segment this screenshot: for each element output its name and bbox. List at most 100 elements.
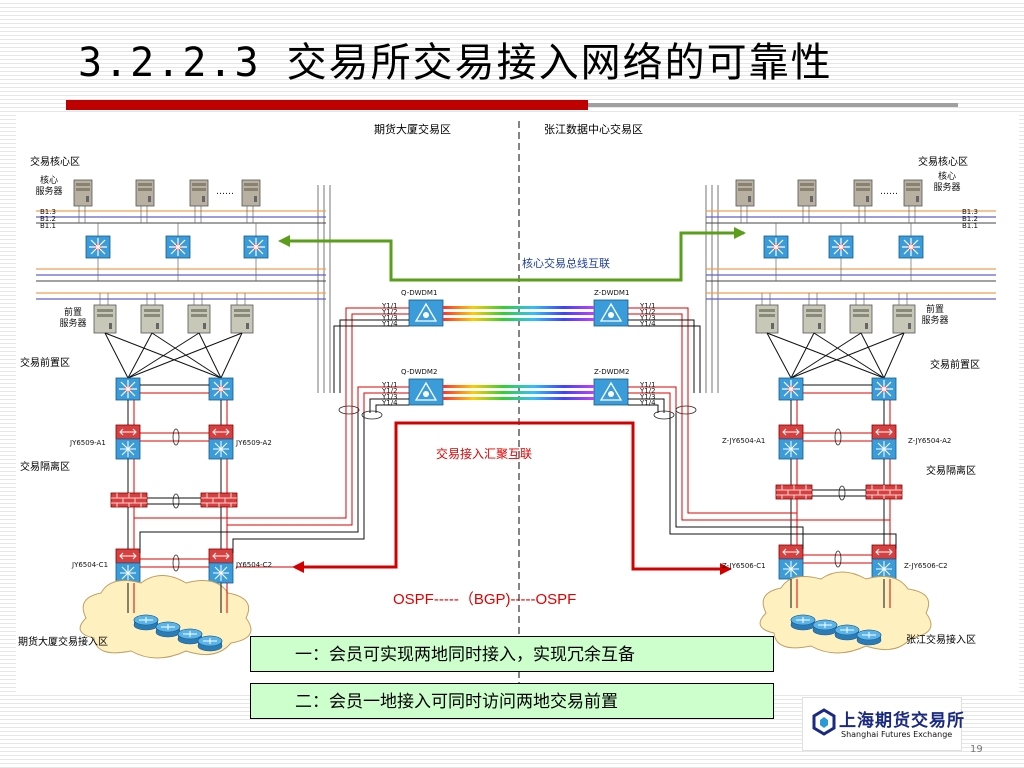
q-dwdm2-port-2: Y1/2 <box>382 387 398 395</box>
slide-title: 3.2.2.3 交易所交易接入网络的可靠性 <box>78 40 833 86</box>
right-core-servers <box>735 179 923 223</box>
ospf-bgp-label: OSPF-----（BGP)-----OSPF <box>393 591 577 608</box>
q-dwdm2-label: Q-DWDM2 <box>401 368 438 376</box>
right-c2-label: Z-JY6506-C2 <box>904 562 948 570</box>
right-backbone-lines <box>705 185 719 393</box>
left-front-switch-1 <box>115 377 141 401</box>
left-switch-jy6504-c1 <box>115 548 141 584</box>
right-access-cloud <box>759 571 932 654</box>
left-isolation-zone-label: 交易隔离区 <box>20 462 70 473</box>
z-dwdm2-port-3: Y1/3 <box>640 393 656 401</box>
left-a2-label: JY6509-A2 <box>236 439 272 447</box>
left-switch-jy6504-c2 <box>208 548 234 584</box>
right-a1-label: Z-JY6504-A1 <box>722 437 766 445</box>
right-switch-z-jy6506-c1 <box>778 544 804 580</box>
left-firewall-2 <box>200 492 238 508</box>
title-underline-red <box>66 100 588 110</box>
q-dwdm2-port-4: Y1/4 <box>382 399 398 407</box>
right-front-server-label: 前置 服务器 <box>921 305 949 326</box>
right-core-switches <box>763 223 924 281</box>
right-core-server-label: 核心 服务器 <box>933 172 961 193</box>
right-aggregation-links <box>669 393 897 549</box>
left-bus-label-b11: B1.1 <box>40 222 56 230</box>
q-dwdm1-port-3: Y1/3 <box>382 314 398 322</box>
left-bus-label-b13: B1.3 <box>40 208 56 216</box>
left-core-zone-label: 交易核心区 <box>30 157 80 168</box>
left-switch-jy6509-a1 <box>115 424 141 460</box>
right-front-servers <box>755 293 916 379</box>
right-front-zone-label: 交易前置区 <box>930 360 980 371</box>
left-router-4 <box>197 635 223 652</box>
left-c1-label: JY6504-C1 <box>72 561 109 569</box>
z-dwdm1-port-2: Y1/2 <box>640 308 656 316</box>
right-bus-label-b11: B1.1 <box>962 222 978 230</box>
z-dwdm1-port-4: Y1/4 <box>640 320 656 328</box>
left-server-ellipsis: …… <box>216 187 234 197</box>
q-dwdm1-port-4: Y1/4 <box>382 320 398 328</box>
logo-english-name: Shanghai Futures Exchange <box>841 730 953 739</box>
right-bus-label-b13: B1.3 <box>962 208 978 216</box>
left-router-1 <box>133 614 159 631</box>
right-a2-label: Z-JY6504-A2 <box>908 437 952 445</box>
title-underline-gray <box>588 103 958 107</box>
header-right-site: 张江数据中心交易区 <box>544 123 643 136</box>
z-dwdm2-label: Z-DWDM2 <box>594 368 630 376</box>
left-firewall-1 <box>110 492 148 508</box>
left-core-server-label: 核心 服务器 <box>35 176 63 197</box>
page-number: 19 <box>970 744 983 755</box>
q-dwdm1-device <box>408 299 444 327</box>
right-front-switch-1 <box>778 377 804 401</box>
right-switch-z-jy6504-a1 <box>778 424 804 460</box>
aggregation-interconnect-link <box>298 421 726 571</box>
right-front-switch-2 <box>871 377 897 401</box>
sfe-logo: 上海期货交易所 Shanghai Futures Exchange <box>802 697 965 751</box>
z-dwdm2-device <box>593 378 629 406</box>
left-core-switches <box>85 223 269 281</box>
left-front-switch-2 <box>208 377 234 401</box>
right-router-3 <box>834 624 860 641</box>
right-core-bus <box>706 210 996 300</box>
note-2: 二：会员一地接入可同时访问两地交易前置 <box>250 683 774 719</box>
sfe-logo-icon <box>812 708 836 736</box>
left-access-zone-label: 期货大厦交易接入区 <box>18 637 108 648</box>
left-bus-label-b12: B1.2 <box>40 215 56 223</box>
right-isolation-zone-label: 交易隔离区 <box>926 466 976 477</box>
q-dwdm2-port-3: Y1/3 <box>382 393 398 401</box>
z-dwdm1-label: Z-DWDM1 <box>594 289 630 297</box>
header-left-site: 期货大厦交易区 <box>374 123 451 136</box>
q-dwdm2-port-1: Y1/1 <box>382 381 398 389</box>
right-bus-label-b12: B1.2 <box>962 215 978 223</box>
q-dwdm1-port-1: Y1/1 <box>382 302 398 310</box>
right-c1-label: Z-JY6506-C1 <box>722 562 766 570</box>
left-front-zone-label: 交易前置区 <box>20 358 70 369</box>
q-dwdm2-device <box>408 378 444 406</box>
left-a1-label: JY6509-A1 <box>70 439 106 447</box>
left-front-server-label: 前置 服务器 <box>59 308 87 329</box>
q-dwdm1-label: Q-DWDM1 <box>401 289 438 297</box>
q-dwdm1-port-2: Y1/2 <box>382 308 398 316</box>
note-1: 一：会员可实现两地同时接入，实现冗余互备 <box>250 636 774 672</box>
left-switch-jy6509-a2 <box>208 424 234 460</box>
right-router-1 <box>790 614 816 631</box>
z-dwdm1-port-3: Y1/3 <box>640 314 656 322</box>
right-server-ellipsis: …… <box>880 187 898 197</box>
right-router-4 <box>856 629 882 646</box>
network-diagram: 期货大厦交易区 张江数据中心交易区 交易核心区 核心 服务器 …… B1.3 B… <box>16 113 1019 695</box>
right-switch-z-jy6504-a2 <box>871 424 897 460</box>
left-front-servers <box>93 293 254 379</box>
dwdm-wave-links <box>443 306 594 400</box>
left-router-2 <box>155 621 181 638</box>
z-dwdm2-port-1: Y1/1 <box>640 381 656 389</box>
z-dwdm1-device <box>593 299 629 327</box>
right-access-zone-label: 张江交易接入区 <box>906 635 976 646</box>
right-switch-z-jy6506-c2 <box>871 544 897 580</box>
left-core-servers <box>73 179 261 223</box>
core-bus-interconnect-label: 核心交易总线互联 <box>522 257 610 270</box>
left-backbone-lines <box>317 185 331 393</box>
z-dwdm2-port-2: Y1/2 <box>640 387 656 395</box>
right-router-2 <box>812 619 838 636</box>
logo-chinese-name: 上海期货交易所 <box>839 711 965 731</box>
aggregation-interconnect-label: 交易接入汇聚互联 <box>436 447 533 461</box>
z-dwdm2-port-4: Y1/4 <box>640 399 656 407</box>
core-bus-interconnect-link <box>284 231 744 282</box>
